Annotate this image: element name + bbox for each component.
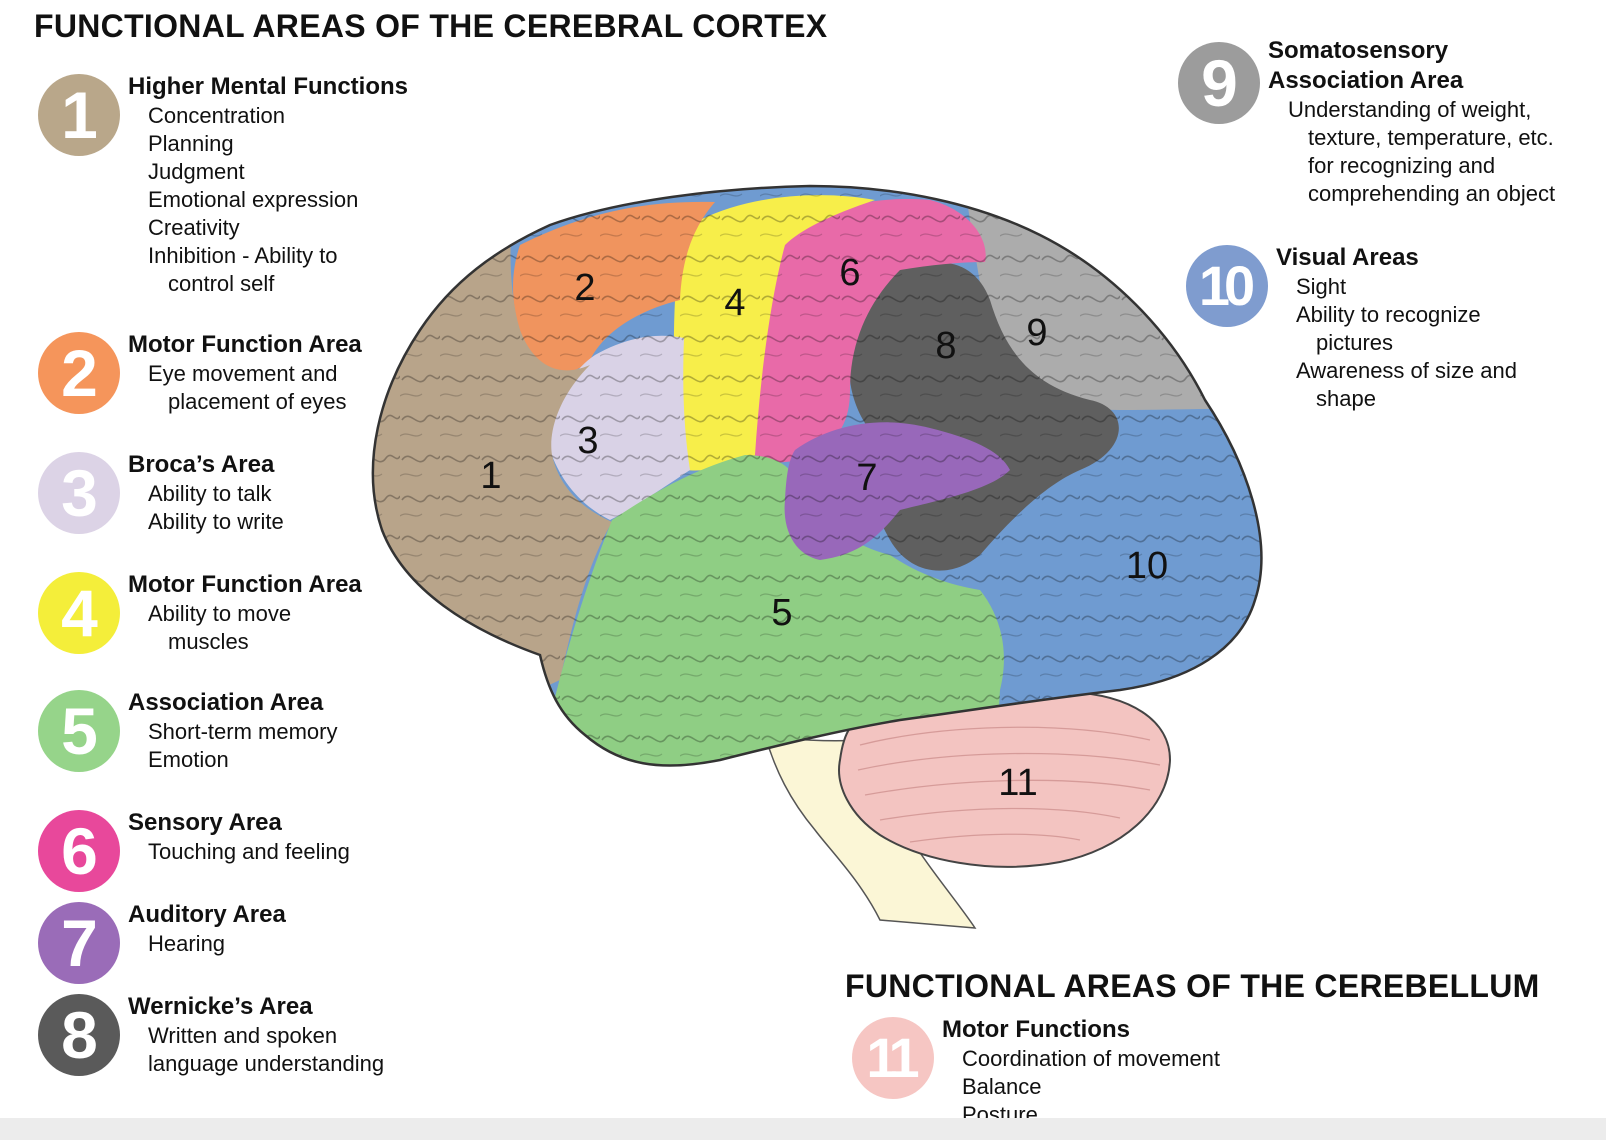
cerebellum-title: FUNCTIONAL AREAS OF THE CEREBELLUM bbox=[845, 968, 1540, 1004]
legend-line: Written and spoken bbox=[148, 1023, 338, 1048]
region-label-10: 10 bbox=[1126, 545, 1168, 587]
region-label-3: 3 bbox=[577, 420, 598, 462]
legend-heading: Sensory Area bbox=[128, 809, 282, 836]
legend-heading: Motor Function Area bbox=[128, 331, 362, 358]
region-label-4: 4 bbox=[724, 282, 745, 324]
legend-line: placement of eyes bbox=[168, 389, 347, 414]
cortex-title: FUNCTIONAL AREAS OF THE CEREBRAL CORTEX bbox=[34, 8, 828, 44]
region-label-7: 7 bbox=[856, 457, 877, 499]
legend-heading: Broca’s Area bbox=[128, 451, 275, 478]
legend-line: Understanding of weight, bbox=[1288, 97, 1532, 122]
legend-number-badge: 7 bbox=[38, 902, 120, 984]
legend-heading: Motor Functions bbox=[942, 1016, 1130, 1043]
legend-line: Balance bbox=[962, 1074, 1042, 1099]
legend-line: Judgment bbox=[148, 159, 245, 184]
legend-line: Ability to move bbox=[148, 601, 292, 626]
legend-line: Sight bbox=[1296, 274, 1347, 299]
region-label-6: 6 bbox=[839, 252, 860, 294]
brainstem bbox=[763, 734, 977, 929]
region-label-8: 8 bbox=[935, 325, 956, 367]
legend-line: Inhibition - Ability to bbox=[148, 243, 338, 268]
legend-line: Emotion bbox=[148, 747, 229, 772]
region-label-11: 11 bbox=[998, 762, 1037, 804]
legend-number-badge: 4 bbox=[38, 572, 120, 654]
legend-heading: Visual Areas bbox=[1276, 244, 1419, 271]
legend-line: Coordination of movement bbox=[962, 1046, 1221, 1071]
legend-heading: Association Area bbox=[1268, 67, 1464, 94]
region-label-5: 5 bbox=[771, 592, 792, 634]
legend-heading: Association Area bbox=[128, 689, 324, 716]
legend-line: Eye movement and bbox=[148, 361, 338, 386]
legend-line: Touching and feeling bbox=[148, 839, 350, 864]
legend-line: muscles bbox=[168, 629, 249, 654]
legend-number-badge: 9 bbox=[1178, 42, 1260, 124]
legend-line: Hearing bbox=[148, 931, 226, 956]
legend-line: Ability to write bbox=[148, 509, 284, 534]
legend-line: Emotional expression bbox=[148, 187, 359, 212]
region-label-2: 2 bbox=[574, 267, 595, 309]
legend-line: Ability to recognize bbox=[1296, 302, 1481, 327]
legend-line: control self bbox=[168, 271, 275, 296]
legend-heading: Auditory Area bbox=[128, 901, 286, 928]
legend-line: Concentration bbox=[148, 103, 285, 128]
legend-number-badge: 6 bbox=[38, 810, 120, 892]
legend-heading: Somatosensory bbox=[1268, 37, 1449, 64]
legend-number-badge: 5 bbox=[38, 690, 120, 772]
legend-line: shape bbox=[1316, 386, 1376, 411]
region-label-1: 1 bbox=[480, 455, 501, 497]
legend-line: Awareness of size and bbox=[1296, 358, 1517, 383]
legend-number-badge: 1 bbox=[38, 74, 120, 156]
legend-number-badge: 8 bbox=[38, 994, 120, 1076]
legend-number-badge: 2 bbox=[38, 332, 120, 414]
legend-number-badge: 10 bbox=[1186, 245, 1268, 327]
legend-line: for recognizing and bbox=[1308, 153, 1496, 178]
legend-line: Planning bbox=[148, 131, 234, 156]
cerebellum-folds bbox=[857, 726, 1161, 843]
region-label-9: 9 bbox=[1026, 312, 1047, 354]
legend-line: language understanding bbox=[148, 1051, 385, 1076]
legend-line: Short-term memory bbox=[148, 719, 338, 744]
legend-number-badge: 3 bbox=[38, 452, 120, 534]
bottom-strip bbox=[0, 1118, 1606, 1140]
legend-line: comprehending an object bbox=[1308, 181, 1556, 206]
legend-line: Ability to talk bbox=[148, 481, 272, 506]
legend-heading: Wernicke’s Area bbox=[128, 993, 313, 1020]
legend-line: pictures bbox=[1316, 330, 1394, 355]
legend-line: texture, temperature, etc. bbox=[1308, 125, 1554, 150]
legend-number-badge: 11 bbox=[852, 1017, 934, 1099]
legend-heading: Higher Mental Functions bbox=[128, 73, 409, 100]
cerebrum-outline bbox=[371, 184, 1263, 767]
legend-heading: Motor Function Area bbox=[128, 571, 362, 598]
legend-line: Creativity bbox=[148, 215, 240, 240]
region-number-labels: 1 2 3 4 5 6 7 8 9 10 11 bbox=[480, 252, 1168, 804]
